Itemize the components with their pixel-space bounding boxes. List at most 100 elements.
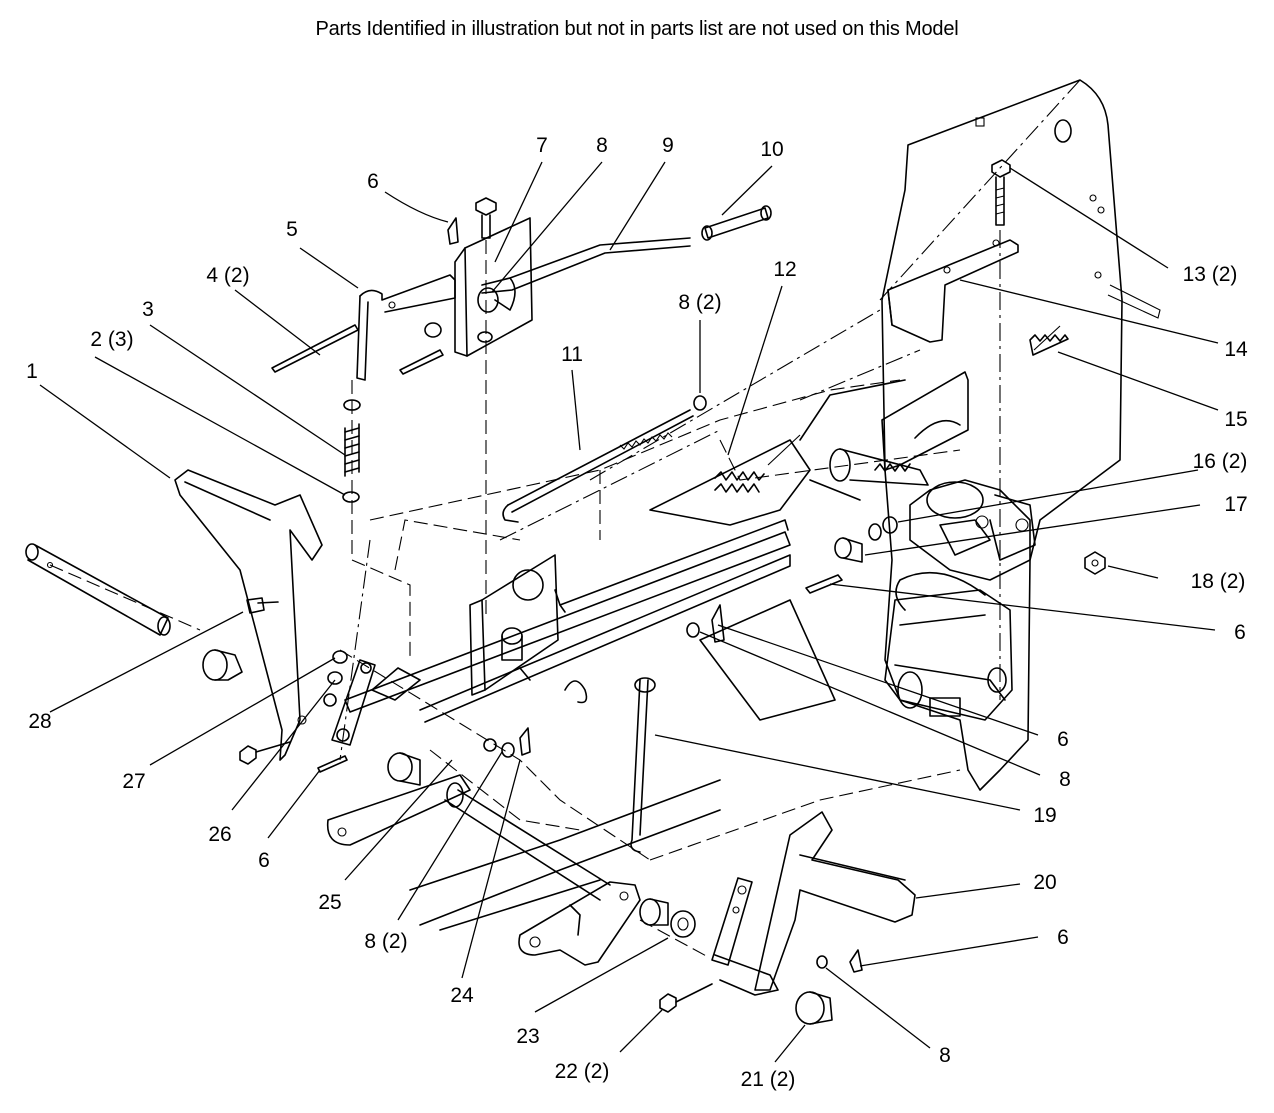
callout-13: 13 (2) — [1182, 263, 1238, 286]
side-frame-plate — [881, 79, 1161, 791]
bolt-13 — [991, 159, 1011, 226]
callout-9: 9 — [662, 134, 674, 157]
washer-2b — [342, 491, 360, 503]
washer-24 — [501, 742, 515, 758]
washer-lower — [670, 910, 696, 938]
tab-plate — [371, 667, 421, 701]
link-arm — [323, 650, 376, 746]
small-spring-clip — [564, 680, 588, 704]
pedal-1 — [174, 469, 323, 761]
callout-25: 25 — [318, 891, 342, 914]
callout-6e: 6 — [258, 849, 270, 872]
callout-21: 21 (2) — [740, 1068, 796, 1091]
pin-4b — [399, 349, 444, 375]
shaft-28 — [25, 543, 171, 636]
callout-8d: 8 — [939, 1044, 951, 1067]
pedal-20 — [754, 811, 916, 991]
pivot-plate — [469, 554, 559, 696]
rod-11 — [502, 409, 694, 523]
lever-plate — [699, 599, 836, 721]
bushing-21 — [795, 991, 833, 1025]
bushing-lower — [639, 898, 669, 926]
leader-lines — [39, 161, 1219, 1063]
callout-5: 5 — [286, 218, 298, 241]
pin-4a — [271, 324, 359, 373]
arm-axis — [339, 539, 371, 761]
callout-17: 17 — [1224, 493, 1248, 516]
pivot-shaft — [799, 379, 929, 501]
washer-8-top — [693, 395, 707, 411]
pedal-axis — [639, 919, 711, 959]
cotter-pin-6c — [711, 604, 725, 643]
callout-6b: 6 — [1234, 621, 1246, 644]
washer-8c — [686, 622, 700, 638]
rod-9 — [481, 237, 691, 311]
lever-25 — [326, 774, 611, 901]
lever-bar — [344, 519, 791, 723]
callout-15: 15 — [1224, 408, 1248, 431]
callout-6d: 6 — [1057, 926, 1069, 949]
washer-link — [424, 322, 442, 338]
spring-15 — [1029, 325, 1069, 356]
pin-24 — [519, 727, 531, 756]
linkage-bracket-7 — [454, 217, 533, 357]
spring-plate — [649, 439, 811, 526]
callout-12: 12 — [773, 258, 797, 281]
link-5 — [356, 274, 456, 381]
callout-7: 7 — [536, 134, 548, 157]
spring-12 — [714, 434, 801, 493]
diagram-note: Parts Identified in illustration but not… — [315, 18, 959, 40]
bolt-22 — [659, 983, 713, 1013]
clamp-assembly — [909, 479, 1036, 581]
spring-frame — [874, 463, 911, 472]
small-pin — [519, 667, 531, 681]
callout-6a: 6 — [367, 170, 379, 193]
pedal-arm — [711, 877, 779, 996]
screw-top — [475, 197, 497, 239]
bolt-left — [246, 597, 279, 614]
bracket-14 — [887, 239, 1019, 343]
callout-3: 3 — [142, 298, 154, 321]
callout-4: 4 (2) — [206, 264, 250, 287]
washer-8e — [483, 738, 497, 752]
link-axis — [351, 380, 411, 660]
callout-1: 1 — [26, 360, 38, 383]
frame-outline — [339, 79, 1081, 931]
callout-6c: 6 — [1057, 728, 1069, 751]
bushing-25 — [387, 752, 421, 786]
washer-16 — [868, 516, 898, 541]
callout-2: 2 (3) — [90, 328, 134, 351]
callout-20: 20 — [1033, 871, 1057, 894]
cotter-pin-6b — [805, 574, 843, 594]
callout-14: 14 — [1224, 338, 1248, 361]
bushing-17 — [834, 537, 863, 563]
rod-19 — [630, 677, 656, 853]
bracket-23 — [518, 881, 641, 966]
callout-8a: 8 — [596, 134, 608, 157]
callout-16: 16 (2) — [1192, 450, 1248, 473]
callout-8c: 8 — [1059, 768, 1071, 791]
callout-23: 23 — [516, 1025, 540, 1048]
callout-28: 28 — [28, 710, 52, 733]
cotter-pin-6d — [849, 949, 863, 973]
callout-19: 19 — [1033, 804, 1057, 827]
shaft-axis — [49, 564, 201, 631]
callout-18: 18 (2) — [1190, 570, 1246, 593]
nut-18 — [1084, 551, 1106, 575]
cotter-pin-6a — [447, 217, 459, 245]
bushing-left — [202, 649, 243, 681]
callout-27: 27 — [122, 770, 146, 793]
callout-24: 24 — [450, 984, 474, 1007]
callout-11: 11 — [561, 343, 583, 366]
callout-22: 22 (2) — [554, 1060, 610, 1083]
lower-housing — [884, 572, 1013, 721]
washer-8d — [816, 955, 828, 969]
frame-slot — [914, 419, 961, 439]
callout-10: 10 — [760, 138, 784, 161]
grip-10 — [701, 205, 772, 241]
callout-8e: 8 (2) — [364, 930, 408, 953]
cotter-pin-6e — [317, 755, 348, 773]
callout-26: 26 — [208, 823, 232, 846]
callout-8b: 8 (2) — [678, 291, 722, 314]
